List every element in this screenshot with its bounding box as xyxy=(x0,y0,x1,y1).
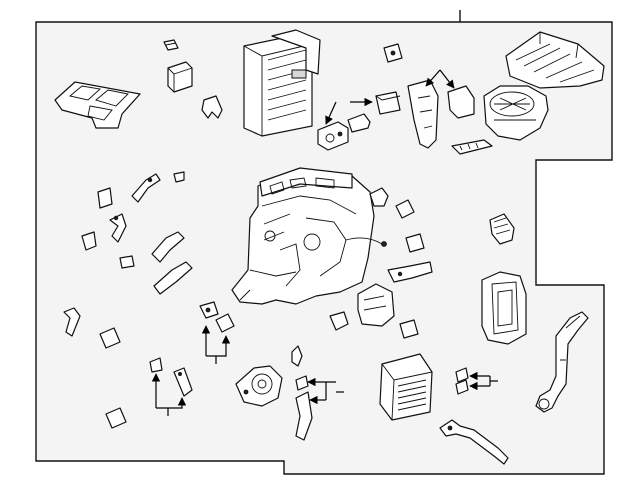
evaporator-core xyxy=(243,29,321,137)
bracket-clip-5 xyxy=(369,187,389,207)
mode-actuator xyxy=(235,365,283,407)
upper-duct-cover xyxy=(505,31,605,89)
bracket-clip-4 xyxy=(81,231,97,251)
foam-seal-2 xyxy=(405,233,425,253)
bracket-arm-6 xyxy=(295,391,313,441)
small-clip xyxy=(163,39,179,51)
bracket-arm-3 xyxy=(153,261,193,295)
filter-tray xyxy=(54,81,141,129)
bracket-arm-5 xyxy=(173,367,193,397)
cabin-air-filter xyxy=(379,353,433,421)
hook-clip xyxy=(291,345,303,367)
pipe-assembly xyxy=(535,311,589,413)
callout-arrow xyxy=(325,101,337,125)
hook-bracket-1 xyxy=(131,173,161,203)
callout-arrow xyxy=(439,69,455,89)
blend-door-actuator xyxy=(407,79,475,149)
actuator-motor xyxy=(317,121,349,151)
hvac-housing xyxy=(231,167,387,305)
screw-1 xyxy=(149,357,163,373)
callout-arrow xyxy=(156,397,187,409)
bracket-arm-2 xyxy=(151,231,185,263)
callout-arrow xyxy=(206,335,231,357)
bracket-clip-3 xyxy=(97,187,113,209)
bracket-clip-6 xyxy=(329,311,349,331)
callout-arrow xyxy=(425,69,441,87)
seal-pad xyxy=(347,113,371,133)
seal-block xyxy=(375,91,401,115)
screw-4 xyxy=(455,379,469,395)
foam-seal-4 xyxy=(99,327,121,349)
bracket-clip-2 xyxy=(383,43,403,63)
small-clip-2 xyxy=(173,171,185,183)
vent-grille xyxy=(451,139,493,155)
bracket-screw-1 xyxy=(199,301,219,319)
foam-block xyxy=(167,61,193,93)
hose-assembly xyxy=(439,419,509,465)
bracket-clip-1 xyxy=(201,95,223,119)
resistor xyxy=(489,213,515,245)
pipe-clip xyxy=(63,307,81,337)
bracket-arm-4 xyxy=(387,261,433,283)
screw-3 xyxy=(455,367,469,383)
mode-actuator-bracket xyxy=(357,283,395,327)
bracket-screw-2 xyxy=(215,313,235,333)
foam-seal-1 xyxy=(395,199,415,219)
blower-motor xyxy=(483,85,549,141)
bracket-arm-1 xyxy=(109,213,127,243)
connector xyxy=(119,255,135,269)
foam-seal-3 xyxy=(399,319,419,339)
module-frame xyxy=(481,271,527,345)
foam-seal-5 xyxy=(105,407,127,429)
